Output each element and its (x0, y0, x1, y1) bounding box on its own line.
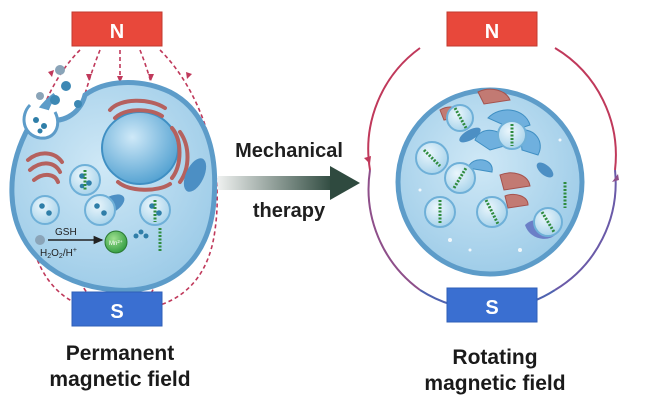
right-panel-caption-line1: Rotating (452, 346, 538, 369)
arrow-caption-line2: therapy (252, 200, 326, 222)
left-north-magnet: N (71, 11, 163, 47)
right-panel-caption-line2: magnetic field (424, 372, 566, 395)
mn-release-reaction: GSH H2O2/H+ Mn2+ (35, 227, 149, 260)
left-nucleus (101, 111, 179, 185)
left-golgi (26, 151, 64, 184)
right-particle-chains (422, 107, 567, 233)
svg-text:S: S (110, 301, 123, 323)
mn-ion-sphere (104, 230, 128, 254)
left-panel-caption-line1: Permanent (65, 342, 175, 365)
left-panel-caption-line2: magnetic field (49, 368, 191, 391)
endocytosis-pocket (22, 103, 60, 140)
free-nanoparticles (36, 65, 82, 108)
left-south-magnet: S (71, 291, 163, 327)
endocytosed-particles (33, 117, 47, 134)
arrow-caption-line1: Mechanical (235, 140, 343, 162)
svg-text:N: N (110, 21, 124, 43)
right-north-magnet: N (446, 11, 538, 47)
left-vesicles (30, 164, 171, 226)
mn-ion-label: Mn2+ (109, 239, 123, 247)
h2o2-label: H2O2/H+ (40, 247, 77, 260)
left-field-arrowheads (48, 70, 192, 83)
left-particle-chains (83, 170, 162, 252)
gsh-label: GSH (55, 227, 77, 238)
right-south-magnet: S (446, 287, 538, 323)
cell-debris (418, 138, 562, 252)
svg-text:S: S (485, 297, 498, 319)
rotating-field-arrowheads (364, 156, 619, 182)
mechanical-therapy-arrow (218, 166, 360, 200)
left-endoplasmic-reticulum (108, 98, 190, 192)
svg-text:N: N (485, 21, 499, 43)
